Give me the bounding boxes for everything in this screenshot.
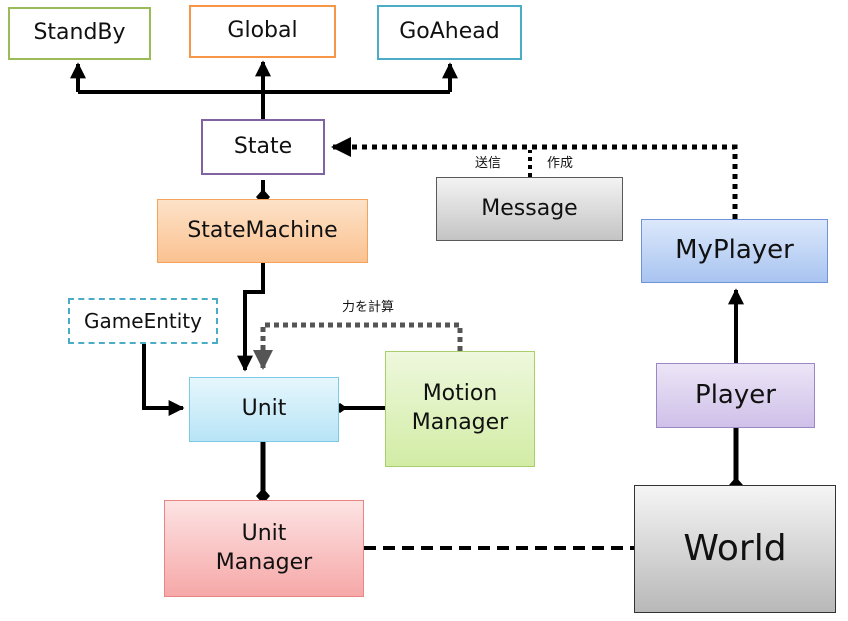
node-unit: Unit xyxy=(189,377,339,442)
node-player: Player xyxy=(656,363,815,428)
myplayer-to-state-dotted xyxy=(331,137,738,219)
node-gameentity: GameEntity xyxy=(68,298,218,344)
node-message: Message xyxy=(436,177,623,241)
node-statemachine: StateMachine xyxy=(157,199,368,263)
statemachine-to-unit xyxy=(237,263,265,372)
node-goahead: GoAhead xyxy=(377,5,522,60)
node-myplayer: MyPlayer xyxy=(641,219,828,283)
label-create: 作成 xyxy=(547,156,574,171)
label-send: 送信 xyxy=(475,156,502,171)
node-state: State xyxy=(201,119,325,175)
node-global: Global xyxy=(189,5,336,58)
label-compute-force: 力を計算 xyxy=(342,300,395,315)
node-standby: StandBy xyxy=(8,7,151,60)
gameentity-to-unit xyxy=(142,344,185,416)
motion-to-unit-dotted xyxy=(253,322,463,370)
node-motion-manager: Motion Manager xyxy=(385,351,535,467)
node-unit-manager: Unit Manager xyxy=(164,500,364,597)
node-world: World xyxy=(634,485,836,613)
